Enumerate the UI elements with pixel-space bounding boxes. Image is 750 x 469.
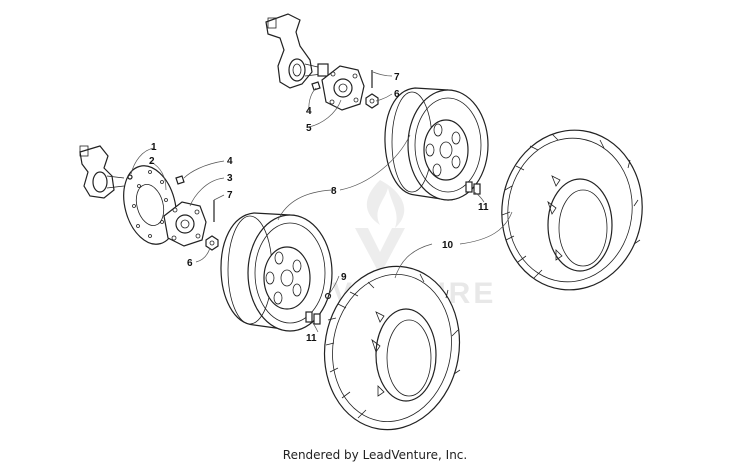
callout-5: 5 (306, 123, 312, 134)
tire-upper (501, 129, 643, 291)
callout-6-upper: 6 (394, 89, 400, 100)
valve-stem-nut (324, 292, 332, 300)
rim-lower (220, 212, 333, 332)
leader-lines (130, 71, 513, 333)
callout-11-upper: 11 (478, 202, 489, 213)
tire-lower (323, 265, 461, 431)
upper-hub (321, 65, 365, 111)
lower-lug-bolt (175, 175, 185, 185)
callout-1: 1 (151, 142, 157, 153)
callout-6-lower: 6 (187, 258, 193, 269)
upper-steering-knuckle (265, 13, 329, 89)
lower-steering-knuckle (79, 145, 125, 199)
callout-8: 8 (331, 186, 337, 197)
callouts: 1 2 3 4 4 5 6 6 7 7 8 9 10 11 11 (149, 72, 489, 344)
callout-9: 9 (341, 272, 347, 283)
callout-3: 3 (227, 173, 233, 184)
rim-upper (384, 87, 489, 201)
footer-credit: Rendered by LeadVenture, Inc. (282, 448, 468, 462)
upper-hub-nut (365, 93, 379, 109)
callout-10: 10 (442, 240, 454, 251)
callout-11-lower: 11 (306, 333, 317, 344)
upper-lug-bolt (311, 81, 321, 91)
brake-disc (123, 165, 177, 245)
lower-hub-nut (205, 235, 219, 251)
callout-7-upper: 7 (394, 72, 400, 83)
brake-screw (127, 174, 133, 180)
callout-2: 2 (149, 156, 155, 167)
callout-4-upper: 4 (306, 106, 312, 117)
lower-hub (163, 201, 207, 247)
callout-7-lower: 7 (227, 190, 233, 201)
callout-4-lower: 4 (227, 156, 233, 167)
